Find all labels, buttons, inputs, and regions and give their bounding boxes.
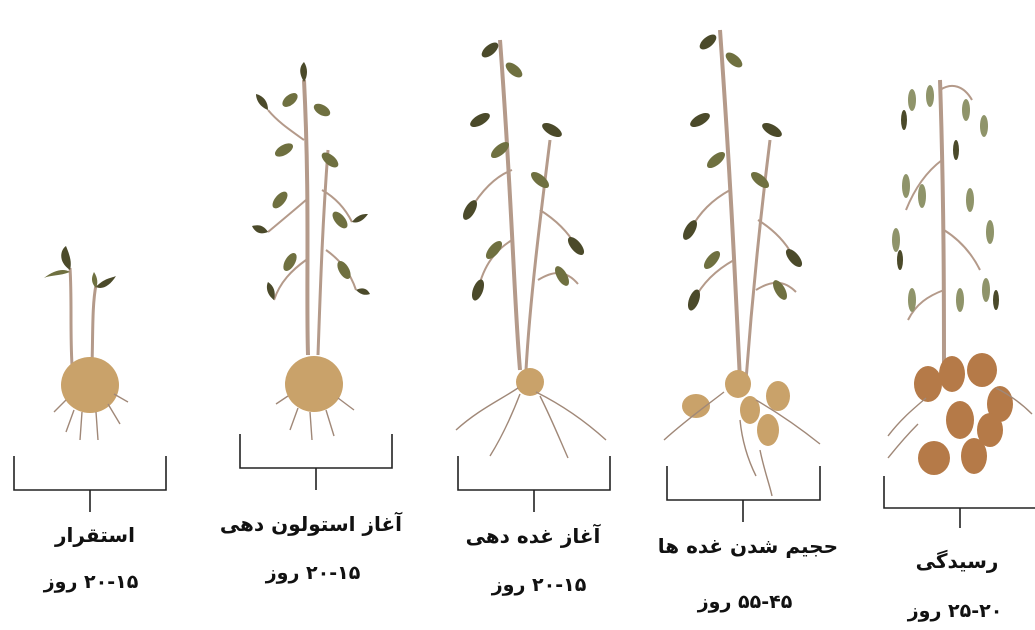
stage-5-duration: ۲۵-۲۰ روز — [880, 600, 1030, 622]
stage-2-name: آغاز استولون دهی — [222, 512, 402, 536]
bracket-stage-5 — [884, 476, 1035, 528]
plant-stage-2 — [252, 62, 370, 440]
bracket-stage-1 — [14, 456, 166, 512]
stage-4-name: حجیم شدن غده ها — [658, 534, 838, 558]
tubers — [914, 353, 1013, 475]
bracket-stage-4 — [667, 466, 820, 522]
stage-4-duration: ۵۵-۴۵ روز — [670, 591, 820, 613]
stage-1-duration: ۲۰-۱۵ روز — [16, 571, 166, 593]
tuber — [516, 368, 544, 396]
plant-stage-3 — [456, 40, 606, 458]
plant-stage-5 — [888, 80, 1032, 475]
bracket-stage-2 — [240, 434, 392, 490]
bracket-stage-3 — [458, 456, 610, 512]
stage-2-duration: ۲۰-۱۵ روز — [238, 562, 388, 584]
tuber — [61, 357, 119, 413]
stage-3-duration: ۲۰-۱۵ روز — [464, 574, 614, 596]
plant-stage-1 — [44, 246, 128, 440]
brackets — [14, 434, 1035, 528]
plant-stage-4 — [664, 30, 820, 496]
stage-1-name: استقرار — [20, 523, 170, 547]
tubers — [682, 370, 790, 446]
stage-3-name: آغاز غده دهی — [448, 524, 618, 548]
tuber — [285, 356, 343, 412]
stage-5-name: رسیدگی — [892, 549, 1022, 573]
